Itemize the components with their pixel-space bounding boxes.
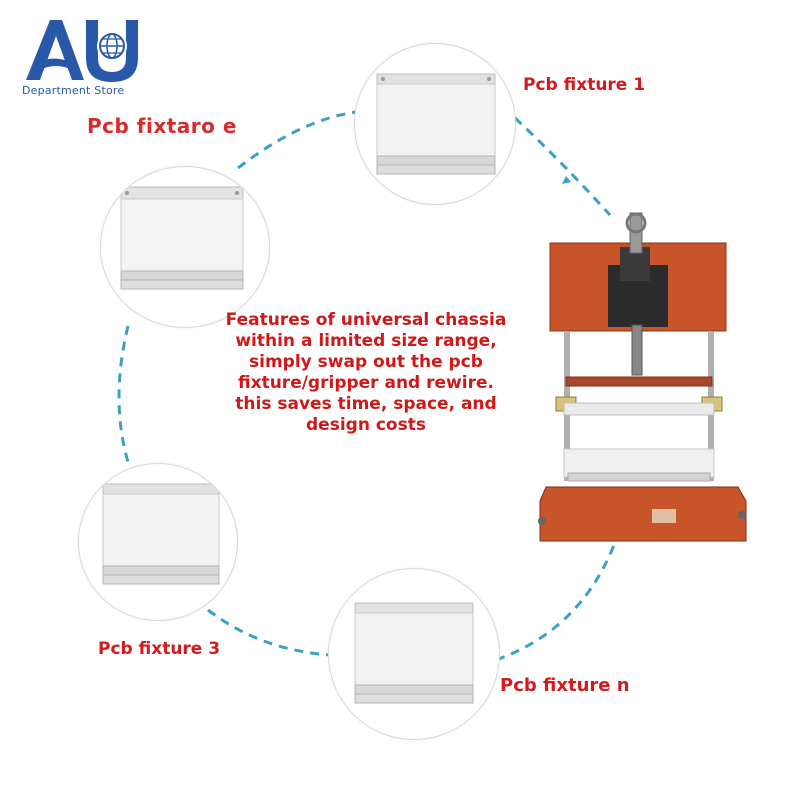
feature-line: Features of universal chassia xyxy=(225,310,507,330)
fixture-2-image xyxy=(120,186,244,290)
fixture-3-image xyxy=(102,483,220,585)
brand-logo xyxy=(22,14,142,84)
label-fixture-n: Pcb fixture n xyxy=(500,675,630,696)
feature-line: design costs xyxy=(306,415,426,435)
universal-chassis-machine-image xyxy=(538,212,747,542)
feature-description: Features of universal chassia within a l… xyxy=(196,310,536,436)
fixture-1-circle xyxy=(354,43,516,205)
fixture-3-circle xyxy=(78,463,238,621)
feature-line: within a limited size range, xyxy=(235,331,497,351)
fixture-n-circle xyxy=(328,568,500,740)
feature-line: this saves time, space, and xyxy=(235,394,497,414)
fixture-2-circle xyxy=(100,166,270,328)
label-fixture-1: Pcb fixture 1 xyxy=(523,75,646,95)
fixture-1-image xyxy=(376,73,496,175)
logo-subtitle: Department Store xyxy=(22,84,125,97)
feature-line: simply swap out the pcb xyxy=(249,352,483,372)
feature-line: fixture/gripper and rewire. xyxy=(238,373,494,393)
label-fixture-2: Pcb fixtaro e xyxy=(87,114,237,138)
label-fixture-3: Pcb fixture 3 xyxy=(98,639,221,659)
fixture-n-image xyxy=(354,602,474,704)
